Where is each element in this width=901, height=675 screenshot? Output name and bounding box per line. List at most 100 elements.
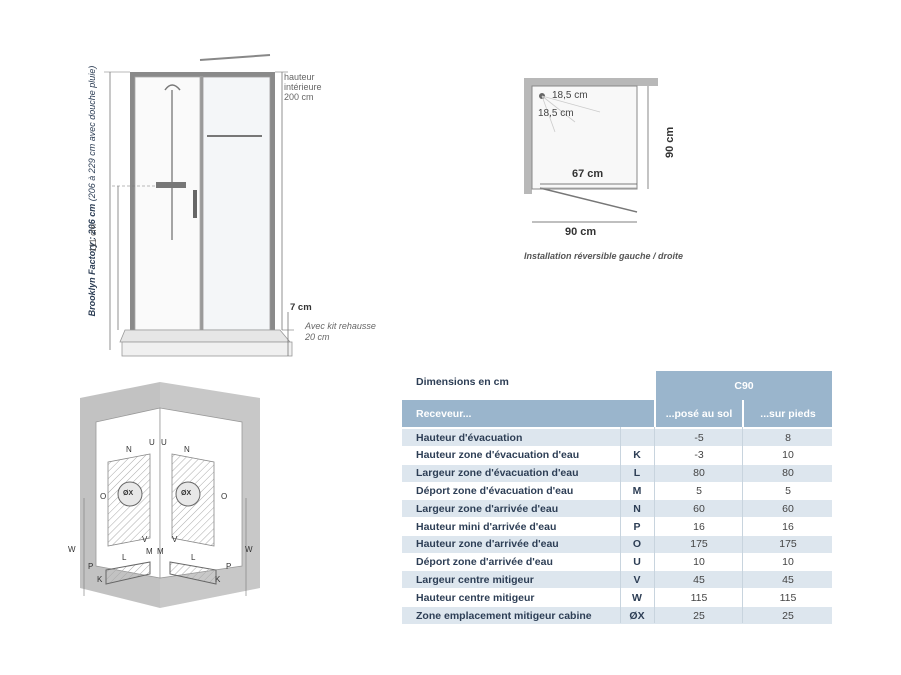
plan-depth: 90 cm bbox=[664, 126, 676, 158]
wall-letter-n-right: N bbox=[184, 445, 190, 454]
table-cell-letter: L bbox=[633, 467, 641, 480]
wall-letter-w-left: W bbox=[68, 545, 76, 554]
table-cell-label: Hauteur centre mitigeur bbox=[416, 591, 535, 604]
wall-letter-ox-right: ØX bbox=[181, 490, 192, 497]
plan-corner-dim-1: 18,5 cm bbox=[552, 90, 588, 101]
table-cell-label: Déport zone d'arrivée d'eau bbox=[416, 556, 553, 569]
table-cell-value-feet: 5 bbox=[785, 484, 791, 497]
table-row: Hauteur centre mitigeur W 115 115 bbox=[402, 589, 832, 607]
table-model-label: C90 bbox=[734, 379, 754, 392]
table-cell-value-feet: 8 bbox=[785, 431, 791, 444]
table-cell-value-floor: 80 bbox=[693, 467, 705, 480]
table-row: Hauteur mini d'arrivée d'eau P 16 16 bbox=[402, 518, 832, 535]
wall-letter-p-left: P bbox=[88, 562, 94, 571]
kit-note-line-2: 20 cm bbox=[305, 332, 330, 342]
plan-corner-dim-2: 18,5 cm bbox=[538, 108, 574, 119]
wall-letter-m-right: M bbox=[157, 547, 164, 556]
wall-letter-o-right: O bbox=[221, 492, 228, 501]
table-cell-value-floor: -3 bbox=[694, 449, 704, 462]
table-row: Déport zone d'évacuation d'eau M 5 5 bbox=[402, 482, 832, 500]
plan-door-width: 67 cm bbox=[572, 168, 604, 180]
table-cell-letter: N bbox=[633, 502, 641, 515]
table-cell-label: Largeur zone d'évacuation d'eau bbox=[416, 467, 579, 480]
wall-letter-n-left: N bbox=[126, 445, 132, 454]
wall-letter-k-right: K bbox=[215, 575, 221, 584]
plan-width: 90 cm bbox=[565, 226, 597, 238]
table-row: Hauteur zone d'évacuation d'eau K -3 10 bbox=[402, 446, 832, 464]
table-cell-value-feet: 25 bbox=[782, 609, 794, 622]
inner-height-line-2: intérieure bbox=[284, 82, 322, 92]
table-sep-2 bbox=[654, 427, 655, 623]
table-model-header: C90 bbox=[656, 371, 832, 400]
wall-letter-o-left: O bbox=[100, 492, 107, 501]
table-cell-letter: O bbox=[632, 538, 642, 551]
wall-letter-w-right: W bbox=[245, 545, 253, 554]
table-cell-label: Hauteur zone d'arrivée d'eau bbox=[416, 538, 559, 551]
table-cell-label: Hauteur d'évacuation bbox=[416, 431, 523, 444]
wall-letter-l-right: L bbox=[191, 553, 196, 562]
tray-height-label: 7 cm bbox=[290, 302, 312, 313]
table-cell-value-feet: 60 bbox=[782, 502, 794, 515]
table-row: Déport zone d'arrivée d'eau U 10 10 bbox=[402, 553, 832, 571]
table-cell-value-feet: 45 bbox=[782, 573, 794, 586]
table-cell-value-floor: 175 bbox=[690, 538, 708, 551]
table-row: Hauteur d'évacuation -5 8 bbox=[402, 429, 832, 446]
inner-height-line-3: 200 cm bbox=[284, 92, 314, 102]
table-cell-letter: M bbox=[632, 484, 642, 497]
table-cell-letter: U bbox=[633, 556, 641, 569]
wall-letter-m-left: M bbox=[146, 547, 153, 556]
table-cell-value-floor: -5 bbox=[694, 431, 704, 444]
table-sep-3 bbox=[742, 427, 743, 623]
table-cell-label: Largeur centre mitigeur bbox=[416, 573, 534, 586]
table-cell-value-floor: 16 bbox=[693, 520, 705, 533]
table-row: Hauteur zone d'arrivée d'eau O 175 175 bbox=[402, 535, 832, 553]
table-row: Largeur zone d'arrivée d'eau N 60 60 bbox=[402, 500, 832, 518]
wall-letter-v-left: V bbox=[142, 535, 148, 544]
table-cell-letter: K bbox=[633, 449, 641, 462]
kit-note: Avec kit rehausse 20 cm bbox=[305, 321, 376, 343]
table-cell-letter: P bbox=[633, 520, 641, 533]
table-cell-value-feet: 175 bbox=[779, 538, 797, 551]
table-cell-value-feet: 16 bbox=[782, 520, 794, 533]
wall-letter-v-right: V bbox=[172, 535, 178, 544]
table-row: Largeur centre mitigeur V 45 45 bbox=[402, 571, 832, 589]
table-cell-value-floor: 45 bbox=[693, 573, 705, 586]
wall-connection-diagram bbox=[80, 382, 260, 608]
table-cell-label: Déport zone d'évacuation d'eau bbox=[416, 484, 574, 497]
table-cell-label: Largeur zone d'arrivée d'eau bbox=[416, 502, 559, 515]
inner-height-label: hauteur intérieure 200 cm bbox=[284, 72, 322, 102]
table-cell-label: Zone emplacement mitigeur cabine bbox=[416, 609, 592, 622]
table-cell-value-floor: 10 bbox=[693, 556, 705, 569]
table-row: Largeur zone d'évacuation d'eau L 80 80 bbox=[402, 464, 832, 482]
table-cell-letter: V bbox=[633, 573, 641, 586]
wall-letter-u-right: U bbox=[161, 438, 167, 447]
wall-letter-p-right: P bbox=[226, 562, 232, 571]
table-col2-label: ...sur pieds bbox=[760, 407, 816, 420]
table-cell-value-feet: 10 bbox=[782, 449, 794, 462]
wall-letter-l-left: L bbox=[122, 553, 127, 562]
cabin-height-note: (206 à 229 cm avec douche pluie) bbox=[87, 65, 97, 202]
table-subheader-label: Receveur... bbox=[402, 400, 654, 427]
table-sep-1 bbox=[620, 427, 621, 623]
inner-height-line-1: hauteur bbox=[284, 72, 315, 82]
table-title: Dimensions en cm bbox=[416, 376, 509, 388]
cabin-elevation-diagram bbox=[104, 54, 294, 357]
table-cell-value-feet: 115 bbox=[779, 591, 797, 604]
table-cell-value-floor: 115 bbox=[690, 591, 708, 604]
wall-letter-u-left: U bbox=[149, 438, 155, 447]
table-cell-value-feet: 80 bbox=[782, 467, 794, 480]
table-cell-letter: W bbox=[632, 591, 642, 604]
table-receveur-label: Receveur... bbox=[416, 407, 472, 420]
cabin-height-label: Brooklyn Factory : 206 cm (206 à 229 cm … bbox=[87, 51, 97, 331]
table-cell-letter: ØX bbox=[629, 609, 645, 622]
table-cell-value-floor: 60 bbox=[693, 502, 705, 515]
table-cell-label: Hauteur mini d'arrivée d'eau bbox=[416, 520, 557, 533]
wall-letter-k-left: K bbox=[97, 575, 103, 584]
table-col1-label: ...posé au sol bbox=[665, 407, 733, 420]
table-cell-label: Hauteur zone d'évacuation d'eau bbox=[416, 449, 580, 462]
table-cell-value-feet: 10 bbox=[782, 556, 794, 569]
table-col1-header: ...posé au sol bbox=[656, 400, 742, 427]
table-col2-header: ...sur pieds bbox=[744, 400, 832, 427]
table-cell-value-floor: 5 bbox=[696, 484, 702, 497]
